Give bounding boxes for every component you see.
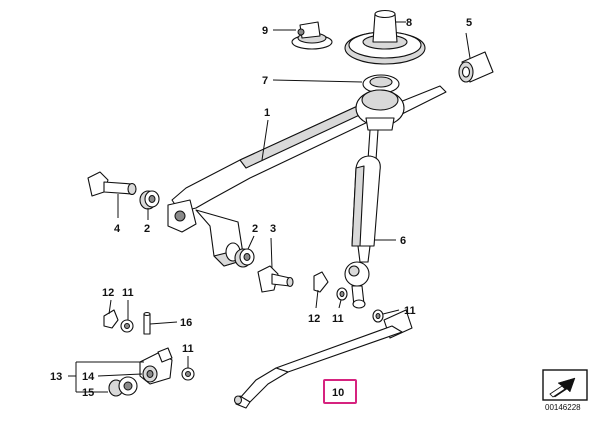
callout-10-highlight bbox=[323, 379, 357, 404]
callout-16: 16 bbox=[180, 317, 192, 329]
part-8-boot bbox=[344, 9, 426, 65]
callout-7: 7 bbox=[262, 75, 268, 87]
part-11-washer-left bbox=[120, 319, 134, 333]
part-11-washer-right bbox=[372, 309, 384, 323]
part-3-clip bbox=[257, 265, 294, 293]
callout-12-left: 12 bbox=[102, 287, 114, 299]
part-6-lever bbox=[344, 129, 381, 309]
part-5-bushing bbox=[458, 51, 494, 83]
callouts: 9 8 5 7 1 6 4 2 2 3 12 11 16 11 13 14 15… bbox=[50, 17, 472, 404]
callout-2-lower: 2 bbox=[252, 223, 258, 235]
callout-4: 4 bbox=[114, 223, 121, 235]
callout-2-upper: 2 bbox=[144, 223, 150, 235]
callout-10: 10 bbox=[332, 387, 344, 399]
callout-13: 13 bbox=[50, 371, 62, 383]
callout-14: 14 bbox=[82, 371, 95, 383]
callout-11-lower: 11 bbox=[182, 343, 194, 355]
part-9-clamp bbox=[291, 21, 333, 50]
part-7-ring bbox=[362, 74, 400, 94]
callout-5: 5 bbox=[466, 17, 472, 29]
callout-11-mid: 11 bbox=[332, 313, 344, 325]
part-12-clip-right bbox=[313, 271, 329, 293]
part-2-bushing-upper bbox=[139, 190, 160, 210]
callout-9: 9 bbox=[262, 25, 268, 37]
part-14-joint bbox=[139, 347, 173, 385]
part-15-bushing bbox=[108, 376, 138, 397]
arrow-icon bbox=[542, 369, 588, 401]
reference-number: 00146228 bbox=[545, 403, 581, 412]
part-2-bushing-lower bbox=[234, 248, 255, 268]
part-16-pin bbox=[143, 311, 151, 335]
part-11-washer-mid bbox=[336, 287, 348, 301]
callout-15: 15 bbox=[82, 387, 94, 399]
callout-11-right: 11 bbox=[404, 305, 416, 317]
callout-1: 1 bbox=[264, 107, 270, 119]
part-12-clip-left bbox=[103, 309, 119, 329]
part-10-selector-rod bbox=[233, 309, 413, 409]
callout-8: 8 bbox=[406, 17, 412, 29]
callout-11-left: 11 bbox=[122, 287, 134, 299]
part-1-support bbox=[167, 85, 447, 267]
callout-3: 3 bbox=[270, 223, 276, 235]
callout-6: 6 bbox=[400, 235, 406, 247]
part-11-washer-lower bbox=[181, 367, 195, 381]
part-4-pin bbox=[87, 171, 137, 197]
callout-12-right: 12 bbox=[308, 313, 320, 325]
leader-lines bbox=[68, 21, 471, 393]
